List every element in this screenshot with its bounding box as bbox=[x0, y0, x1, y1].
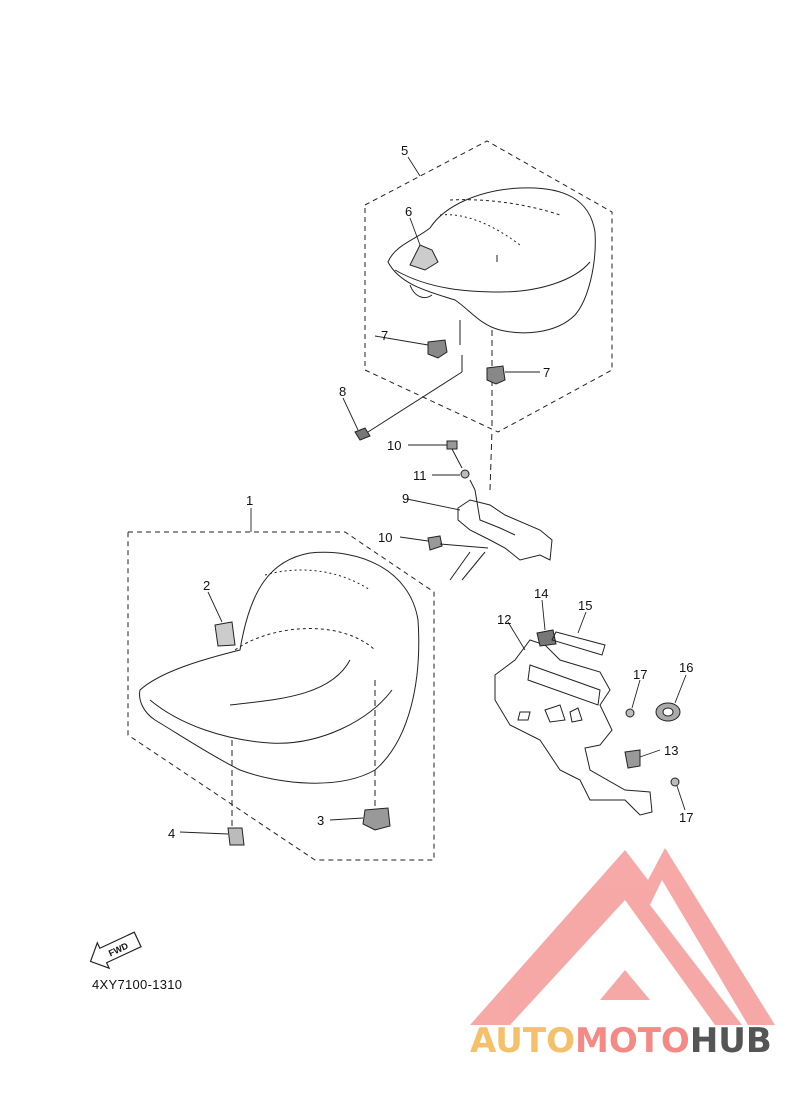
callout-3: 3 bbox=[317, 813, 324, 828]
rear-seat-group bbox=[354, 140, 613, 441]
callout-6: 6 bbox=[405, 204, 412, 219]
callout-7-left: 7 bbox=[381, 328, 388, 343]
watermark-auto: AUTO bbox=[470, 1021, 575, 1061]
callout-11: 11 bbox=[413, 468, 427, 483]
bracket-plate bbox=[494, 639, 653, 816]
bracket-group bbox=[427, 429, 553, 581]
main-seat bbox=[139, 551, 420, 784]
watermark-moto: MOTO bbox=[575, 1021, 690, 1061]
callout-16: 16 bbox=[679, 660, 693, 675]
main-seat-label-tag bbox=[214, 621, 236, 647]
callout-17-bottom: 17 bbox=[679, 810, 693, 825]
callout-10-top: 10 bbox=[387, 438, 401, 453]
rear-seat-label-tag bbox=[409, 244, 439, 271]
seat-bracket bbox=[457, 499, 553, 561]
svg-text:AUTOMOTOHUB: AUTOMOTOHUB bbox=[470, 1021, 772, 1061]
main-seat-group bbox=[127, 531, 435, 861]
fwd-arrow-icon: FWD bbox=[89, 931, 142, 970]
callout-labels: 1 2 3 4 5 6 7 7 8 10 11 9 10 14 15 12 17… bbox=[168, 143, 693, 841]
watermark-text: AUTOMOTOHUB bbox=[470, 1021, 772, 1061]
rear-seat-dashed-outline bbox=[364, 140, 613, 433]
callout-9: 9 bbox=[402, 491, 409, 506]
callout-5: 5 bbox=[401, 143, 408, 158]
callout-2: 2 bbox=[203, 578, 210, 593]
callout-15: 15 bbox=[578, 598, 592, 613]
callout-17-top: 17 bbox=[633, 667, 647, 682]
callout-7-right: 7 bbox=[543, 365, 550, 380]
callout-13: 13 bbox=[664, 743, 678, 758]
diagram-code: 4XY7100-1310 bbox=[92, 977, 183, 992]
rear-seat-pillion bbox=[387, 187, 596, 334]
callout-12: 12 bbox=[497, 612, 511, 627]
main-seat-dashed-outline bbox=[127, 531, 435, 861]
leader-lines bbox=[179, 156, 687, 835]
callout-8: 8 bbox=[339, 384, 346, 399]
callout-14: 14 bbox=[534, 586, 548, 601]
plate-group bbox=[494, 629, 681, 816]
callout-10-bottom: 10 bbox=[378, 530, 392, 545]
watermark-logo bbox=[470, 848, 775, 1025]
watermark-hub: HUB bbox=[690, 1021, 772, 1061]
callout-4: 4 bbox=[168, 826, 175, 841]
callout-1: 1 bbox=[246, 493, 253, 508]
